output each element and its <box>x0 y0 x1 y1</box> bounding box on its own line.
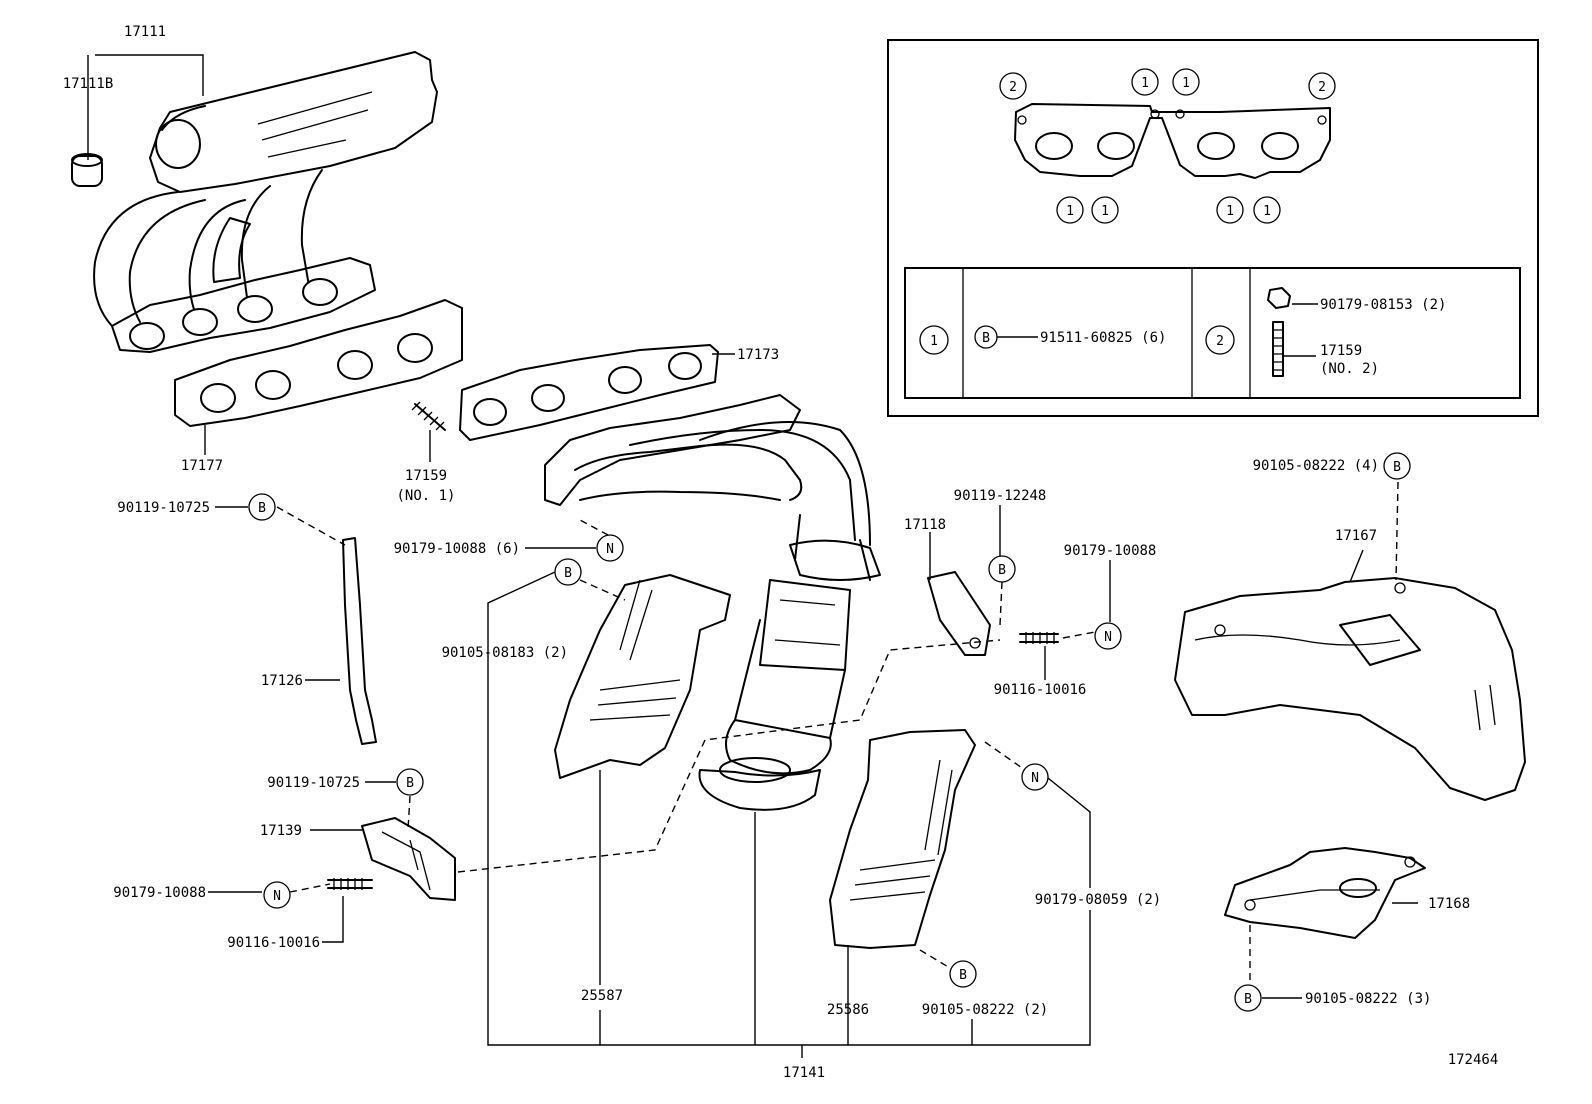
legend-bolt-symbol: B <box>974 325 998 349</box>
svg-text:1: 1 <box>930 334 938 349</box>
label-17167: 17167 <box>1335 528 1377 544</box>
inset-marker-1-bottom-c: 1 <box>1216 196 1244 224</box>
inset-marker-1-top-a: 1 <box>1131 68 1159 96</box>
inset-marker-1-bottom-a: 1 <box>1056 196 1084 224</box>
svg-text:1: 1 <box>1182 76 1190 91</box>
legend-row1-part: 91511-60825 (6) <box>1040 330 1166 346</box>
heat-insulator-17168-drawing <box>1224 847 1426 939</box>
legend-row2-stud-note: (NO. 2) <box>1320 361 1379 377</box>
label-17168: 17168 <box>1428 896 1470 912</box>
stud-17159-drawing <box>411 401 446 431</box>
bracket-17139-drawing <box>361 817 456 901</box>
label-90119-10725-top: 90119-10725 <box>117 500 210 516</box>
label-17173: 17173 <box>737 347 779 363</box>
svg-text:2: 2 <box>1318 80 1326 95</box>
svg-text:B: B <box>998 563 1006 578</box>
svg-text:B: B <box>1393 460 1401 475</box>
symbol-bolt-stay-top: B <box>248 493 276 521</box>
intake-manifold-drawing <box>71 51 438 353</box>
svg-text:N: N <box>273 889 281 904</box>
label-90116-10016-right: 90116-10016 <box>994 682 1087 698</box>
svg-text:B: B <box>982 331 990 346</box>
svg-text:B: B <box>406 776 414 791</box>
label-17159-no1-note: (NO. 1) <box>396 488 455 504</box>
label-90119-12248: 90119-12248 <box>954 488 1047 504</box>
svg-text:B: B <box>564 566 572 581</box>
inset-marker-2-left: 2 <box>999 72 1027 100</box>
legend-stud-icon <box>1272 321 1284 377</box>
svg-text:B: B <box>959 968 967 983</box>
label-17139: 17139 <box>260 823 302 839</box>
gasket-17173-drawing <box>459 344 719 441</box>
exhaust-manifold-converter-drawing <box>544 394 881 811</box>
inset-marker-1-top-b: 1 <box>1172 68 1200 96</box>
inset-marker-2-right: 2 <box>1308 72 1336 100</box>
gasket-17177-drawing <box>174 299 463 427</box>
label-17111b: 17111B <box>63 76 114 92</box>
svg-text:1: 1 <box>1066 204 1074 219</box>
symbol-nut-center: N <box>596 534 624 562</box>
label-90179-10088-6: 90179-10088 (6) <box>394 541 520 557</box>
label-90179-10088-right: 90179-10088 <box>1064 543 1157 559</box>
dashed-connectors <box>276 481 1399 985</box>
label-17159-no1: 17159 <box>405 468 447 484</box>
label-25587: 25587 <box>581 988 623 1004</box>
heat-insulator-17167-drawing <box>1174 577 1526 801</box>
inset-gasket-drawing <box>1014 103 1331 179</box>
label-90105-08183-2: 90105-08183 (2) <box>442 645 568 661</box>
label-90105-08222-3: 90105-08222 (3) <box>1305 991 1431 1007</box>
svg-text:2: 2 <box>1216 334 1224 349</box>
label-17177: 17177 <box>181 458 223 474</box>
svg-text:N: N <box>1104 630 1112 645</box>
legend-marker-2: 2 <box>1205 325 1235 355</box>
symbol-bolt-stay-lower: B <box>396 768 424 796</box>
legend-marker-1: 1 <box>919 325 949 355</box>
label-17126: 17126 <box>261 673 303 689</box>
svg-text:B: B <box>1244 992 1252 1007</box>
label-90119-10725-lower: 90119-10725 <box>267 775 360 791</box>
inset-legend-table: 1 B 91511-60825 (6) 2 90179-08153 (2) <box>904 267 1521 399</box>
svg-text:1: 1 <box>1141 76 1149 91</box>
symbol-nut-right: N <box>1094 622 1122 650</box>
illustration-number: 172464 <box>1448 1052 1499 1068</box>
stud-90116-left-drawing <box>327 878 373 890</box>
symbol-bolt-bracket-right: B <box>988 555 1016 583</box>
legend-nut-icon <box>1267 287 1291 309</box>
label-17111: 17111 <box>124 24 166 40</box>
label-90179-10088-left: 90179-10088 <box>113 885 206 901</box>
symbol-bolt-lower: B <box>949 960 977 988</box>
gasket-reference-inset: 2 1 1 2 1 1 1 1 <box>887 39 1539 417</box>
svg-text:B: B <box>258 501 266 516</box>
label-25586: 25586 <box>827 1002 869 1018</box>
label-90116-10016-left: 90116-10016 <box>227 935 320 951</box>
svg-text:N: N <box>1031 771 1039 786</box>
inset-marker-1-bottom-b: 1 <box>1091 196 1119 224</box>
heat-insulator-25586-drawing <box>829 729 976 949</box>
stud-90116-right-drawing <box>1019 632 1059 644</box>
label-90179-08059-2: 90179-08059 (2) <box>1035 892 1161 908</box>
label-17118: 17118 <box>904 517 946 533</box>
label-17141: 17141 <box>783 1065 825 1081</box>
symbol-bolt-insulator-left: B <box>554 558 582 586</box>
svg-text:1: 1 <box>1263 204 1271 219</box>
label-90105-08222-2: 90105-08222 (2) <box>922 1002 1048 1018</box>
svg-text:1: 1 <box>1101 204 1109 219</box>
stay-17126-drawing <box>342 537 377 745</box>
symbol-bolt-insulator-lower: B <box>1234 984 1262 1012</box>
svg-text:2: 2 <box>1009 80 1017 95</box>
legend-row2-stud: 17159 <box>1320 343 1362 359</box>
heat-insulator-25587-drawing <box>554 574 731 779</box>
svg-text:N: N <box>606 542 614 557</box>
legend-row2-nut: 90179-08153 (2) <box>1320 297 1446 313</box>
symbol-nut-lower: N <box>1021 763 1049 791</box>
leader-lines <box>87 54 1418 1058</box>
label-90105-08222-4: 90105-08222 (4) <box>1253 458 1379 474</box>
inset-marker-1-bottom-d: 1 <box>1253 196 1281 224</box>
symbol-bolt-insulator-upper: B <box>1383 452 1411 480</box>
symbol-nut-left: N <box>263 881 291 909</box>
svg-text:1: 1 <box>1226 204 1234 219</box>
bracket-17118-drawing <box>927 571 991 656</box>
